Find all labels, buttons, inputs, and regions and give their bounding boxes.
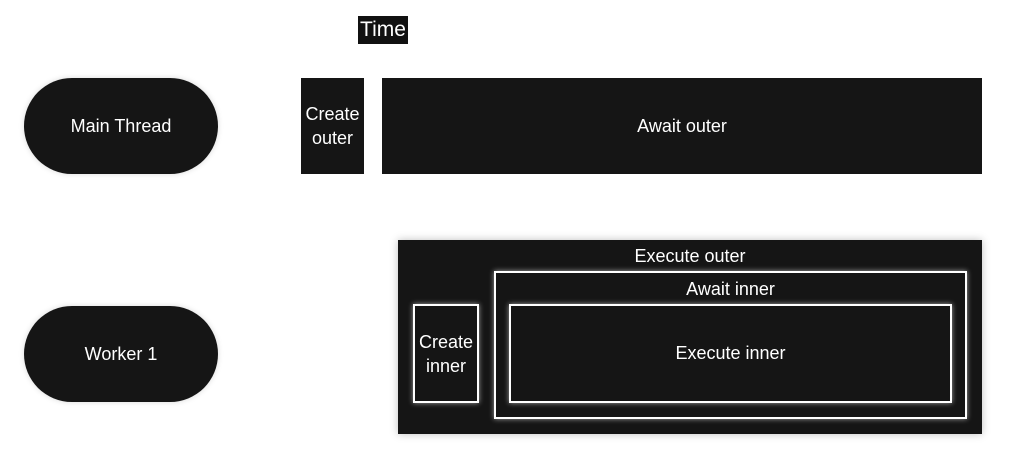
await-outer-label: Await outer <box>637 116 727 136</box>
create-inner-block: Create inner <box>413 304 479 403</box>
create-inner-line2: inner <box>425 355 467 376</box>
execute-outer-label: Execute outer <box>634 246 746 266</box>
execute-inner-block: Execute inner <box>509 304 952 403</box>
await-inner-block <box>494 271 967 419</box>
await-outer-block: Await outer <box>382 78 982 174</box>
await-inner-label: Await inner <box>686 279 775 299</box>
lane-worker-1: Worker 1 <box>24 306 218 402</box>
create-outer-line2: outer <box>311 128 354 148</box>
execute-inner-label: Execute inner <box>675 343 786 363</box>
create-outer-line1: Create <box>305 104 360 124</box>
time-axis-label: Time <box>358 16 408 44</box>
create-outer-block: Create outer <box>301 78 364 174</box>
create-inner-line1: Create <box>418 331 474 352</box>
lane-worker-1-label: Worker 1 <box>84 343 158 364</box>
lane-main-thread-label: Main Thread <box>70 115 172 136</box>
lane-main-thread: Main Thread <box>24 78 218 174</box>
